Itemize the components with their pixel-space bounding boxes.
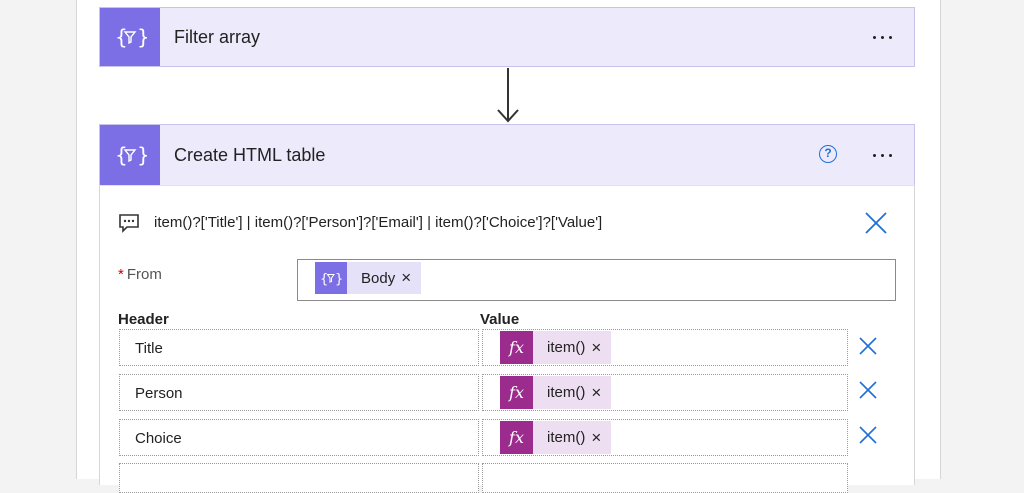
comment-text: item()?['Title'] | item()?['Person']?['E… [154, 214, 603, 231]
svg-text:}: } [137, 25, 147, 49]
expression-token[interactable]: fx item() × [500, 376, 612, 409]
more-dot [889, 35, 892, 39]
remove-token-icon[interactable]: × [591, 427, 602, 447]
card-title: Filter array [174, 26, 261, 47]
header-cell[interactable] [119, 329, 479, 366]
header-cell[interactable] [119, 374, 479, 411]
header-cell-text: Title [135, 340, 163, 357]
card-title: Create HTML table [174, 144, 326, 165]
more-options-button[interactable] [873, 8, 892, 66]
svg-text:{: { [320, 272, 328, 287]
comment-icon [119, 214, 139, 233]
remove-token-icon[interactable]: × [591, 337, 602, 357]
svg-text:}: } [137, 143, 147, 167]
more-dot [873, 35, 876, 39]
remove-token-icon[interactable]: × [591, 382, 602, 402]
token-label: Body [361, 269, 396, 287]
fx-icon: fx [500, 331, 533, 364]
fx-icon: fx [500, 421, 533, 454]
required-mark: * [118, 266, 124, 283]
from-label-text: From [126, 266, 162, 283]
expression-token[interactable]: fx item() × [500, 421, 612, 454]
header-column-label: Header [118, 311, 169, 328]
remove-token-icon[interactable]: × [401, 268, 412, 287]
more-options-button[interactable] [873, 125, 892, 185]
close-icon[interactable] [864, 211, 888, 235]
more-dot [889, 153, 892, 157]
fx-icon: fx [500, 376, 533, 409]
header-cell-text: Person [135, 385, 183, 402]
filter-array-icon: { } [100, 8, 160, 66]
create-html-table-card-header[interactable]: { } Create HTML table ? [99, 124, 915, 186]
filter-array-icon: { } [315, 262, 347, 294]
body-token[interactable]: { } Body × [315, 262, 422, 294]
connector-arrow-icon [497, 68, 519, 123]
svg-text:{: { [115, 143, 128, 167]
token-label: item() [547, 429, 586, 446]
from-label: *From [118, 266, 162, 283]
delete-row-icon[interactable] [858, 380, 878, 400]
svg-text:{: { [115, 25, 128, 49]
header-cell-text: Choice [135, 430, 182, 447]
delete-row-icon[interactable] [858, 336, 878, 356]
filter-array-icon: { } [100, 125, 160, 185]
token-label: item() [547, 384, 586, 401]
new-header-cell[interactable] [119, 463, 479, 493]
svg-text:}: } [335, 272, 342, 287]
more-dot [881, 153, 884, 157]
expression-token[interactable]: fx item() × [500, 331, 612, 364]
filter-array-card-header[interactable]: { } Filter array [99, 7, 915, 67]
delete-row-icon[interactable] [858, 425, 878, 445]
more-dot [881, 35, 884, 39]
new-value-cell[interactable] [482, 463, 848, 493]
value-column-label: Value [480, 311, 520, 328]
help-icon[interactable]: ? [819, 145, 837, 163]
header-cell[interactable] [119, 419, 479, 456]
token-label: item() [547, 339, 586, 356]
more-dot [873, 153, 876, 157]
